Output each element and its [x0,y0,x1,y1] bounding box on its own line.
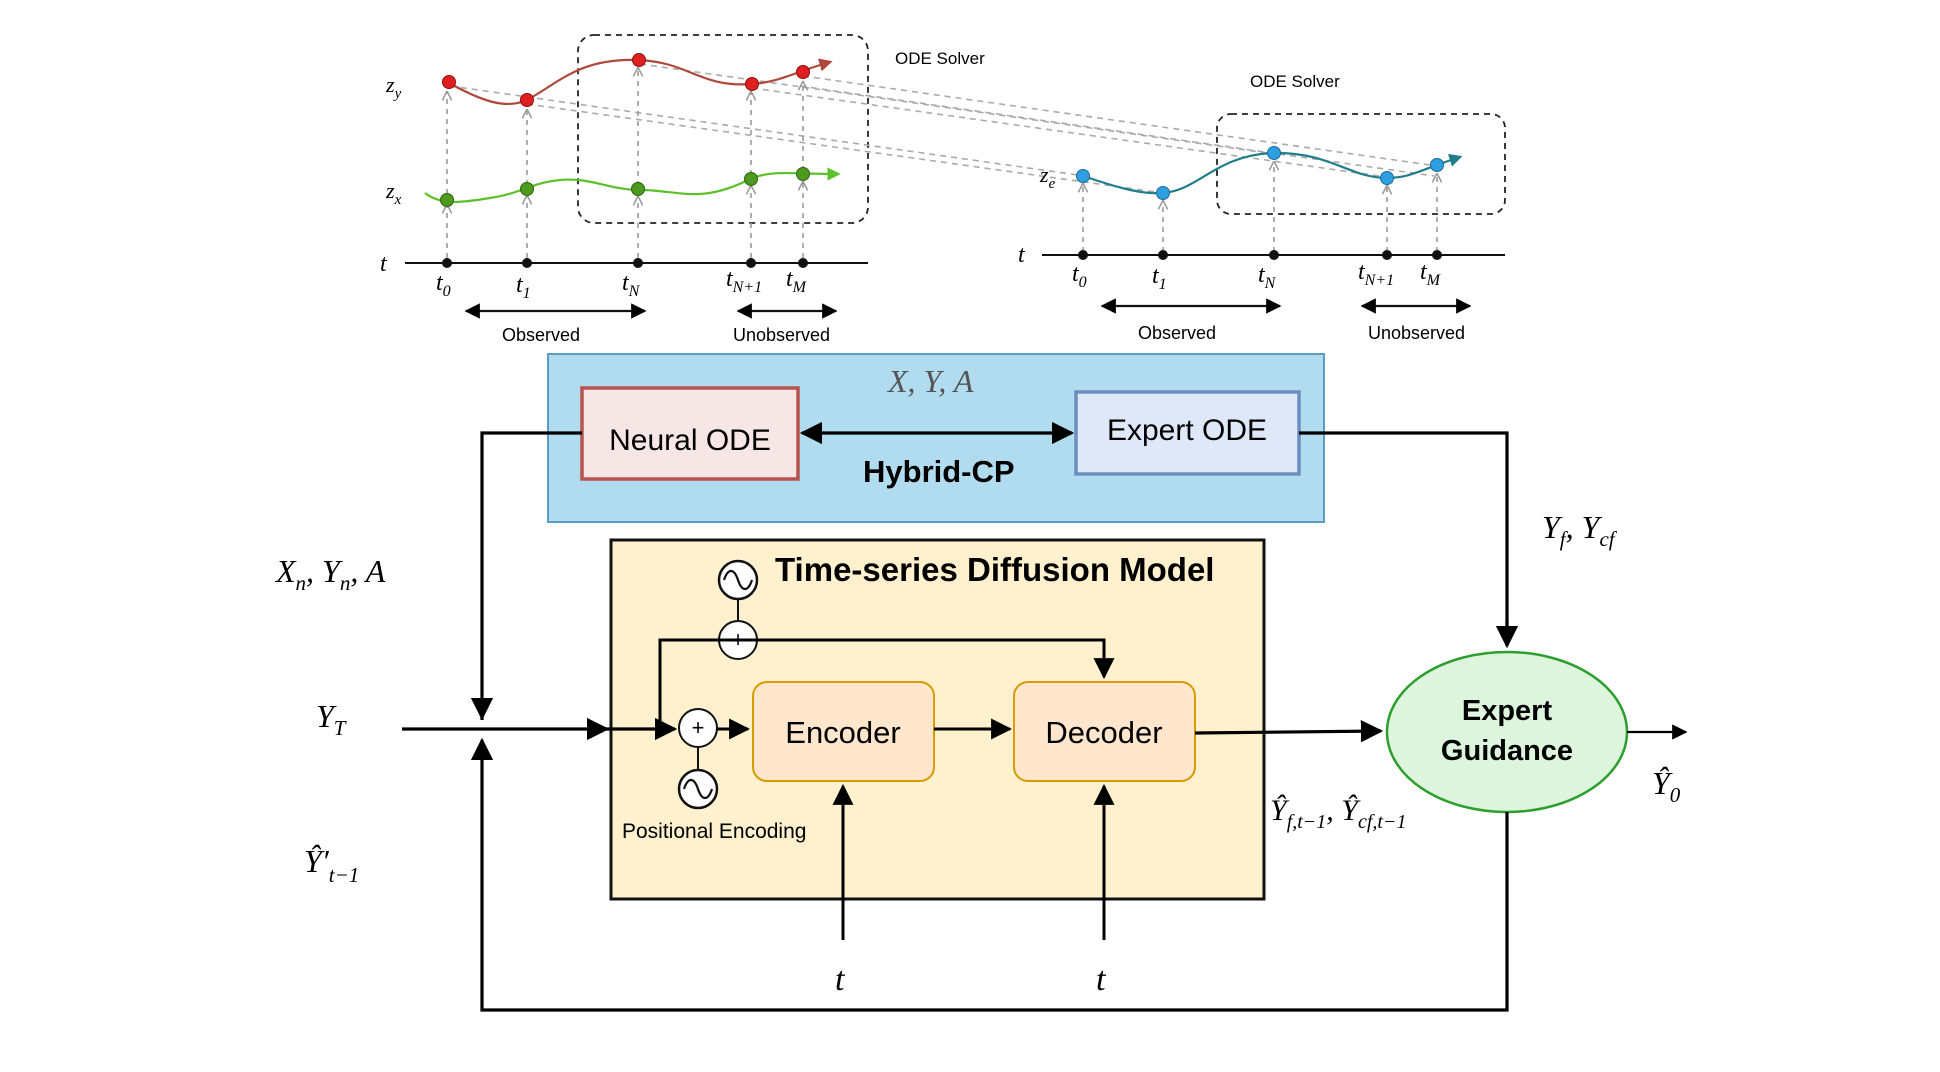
diffusion-block: Time-series Diffusion Model Encoder Deco… [609,538,1266,998]
zx-trajectory [424,167,841,204]
observation-arrows-right [1083,162,1437,252]
neural-ode-label: Neural ODE [609,424,771,457]
t-encoder-label: t [835,961,846,998]
tick-t1-right: t1 [1152,263,1167,293]
zx-points [440,167,810,207]
tick-t0-left: t0 [436,270,451,300]
tick-t0-right: t0 [1072,261,1087,291]
hybrid-cp-title: Hybrid-CP [863,454,1015,489]
decoder-label: Decoder [1045,715,1162,750]
xn-yn-a-label: Xn, Yn, A [274,553,386,595]
sinusoid-icon-top [717,559,759,601]
ze-points [1076,146,1444,200]
plus-node-bottom: + [678,708,718,748]
feedback-loop [480,742,1509,1012]
ode-solver-box-right [1216,113,1506,215]
tick-tM-left: tM [786,266,808,296]
observation-arrows-left [447,68,803,258]
zx-label: zx [385,178,402,208]
ze-label: ze [1039,162,1056,192]
expert-guidance-node[interactable]: Expert Guidance [1385,650,1629,814]
expert-ode-label: Expert ODE [1107,414,1267,447]
y0-label: Ŷ0 [1652,765,1681,807]
observed-label-left: Observed [502,325,580,345]
tick-tN-left: tN [622,270,641,300]
time-axis-label-left: t [380,251,388,277]
diffusion-title: Time-series Diffusion Model [775,551,1214,588]
tick-tN-right: tN [1258,262,1277,292]
svg-text:+: + [692,715,705,740]
zy-points [442,53,810,107]
encoder-box[interactable] [752,681,935,782]
hybrid-cp-block: X, Y, A Hybrid-CP Neural ODE Expert ODE [547,353,1325,523]
yf-ycf-label: Yf, Ycf [1542,509,1618,551]
tick-tN1-right: tN+1 [1358,259,1394,289]
unobserved-label-right: Unobserved [1368,323,1465,343]
expert-ode-to-guidance [1299,431,1509,638]
tick-tN1-left: tN+1 [726,266,762,296]
expert-guidance-line1: Expert [1462,695,1553,727]
time-axis-ticks-right [1078,250,1442,260]
decoder-to-guidance [1194,720,1384,743]
neural-ode-to-junction [480,431,582,720]
encoder-label: Encoder [785,715,900,750]
y-prime-label: Ŷ′t−1 [304,843,359,887]
hybrid-cp-inputs-label: X, Y, A [886,363,974,399]
expert-ode-box[interactable] [1074,390,1301,476]
skip-connection-arrow [658,638,1115,728]
external-flow [402,431,1688,1012]
tick-tM-right: tM [1420,259,1442,289]
zy-label: zy [385,72,402,102]
expert-guidance-line2: Guidance [1441,735,1573,767]
ode-solver-label-left: ODE Solver [895,49,985,68]
y-hat-outputs-label: Ŷf,t−1, Ŷcf,t−1 [1270,794,1406,833]
yt-label: YT [316,698,347,740]
positional-encoding-label: Positional Encoding [622,820,806,843]
unobserved-label-left: Unobserved [733,325,830,345]
tick-t1-left: t1 [516,272,531,302]
observed-label-right: Observed [1138,323,1216,343]
time-axis-label-right: t [1018,242,1026,268]
ode-solver-label-right: ODE Solver [1250,72,1340,91]
sinusoid-icon-bottom [677,768,719,810]
top-right-panel: ODE Solver ze t t0 t1 tN t [1018,72,1506,343]
t-decoder-label: t [1096,961,1107,998]
neural-ode-box[interactable] [580,386,800,481]
time-axis-ticks-left [442,258,808,268]
